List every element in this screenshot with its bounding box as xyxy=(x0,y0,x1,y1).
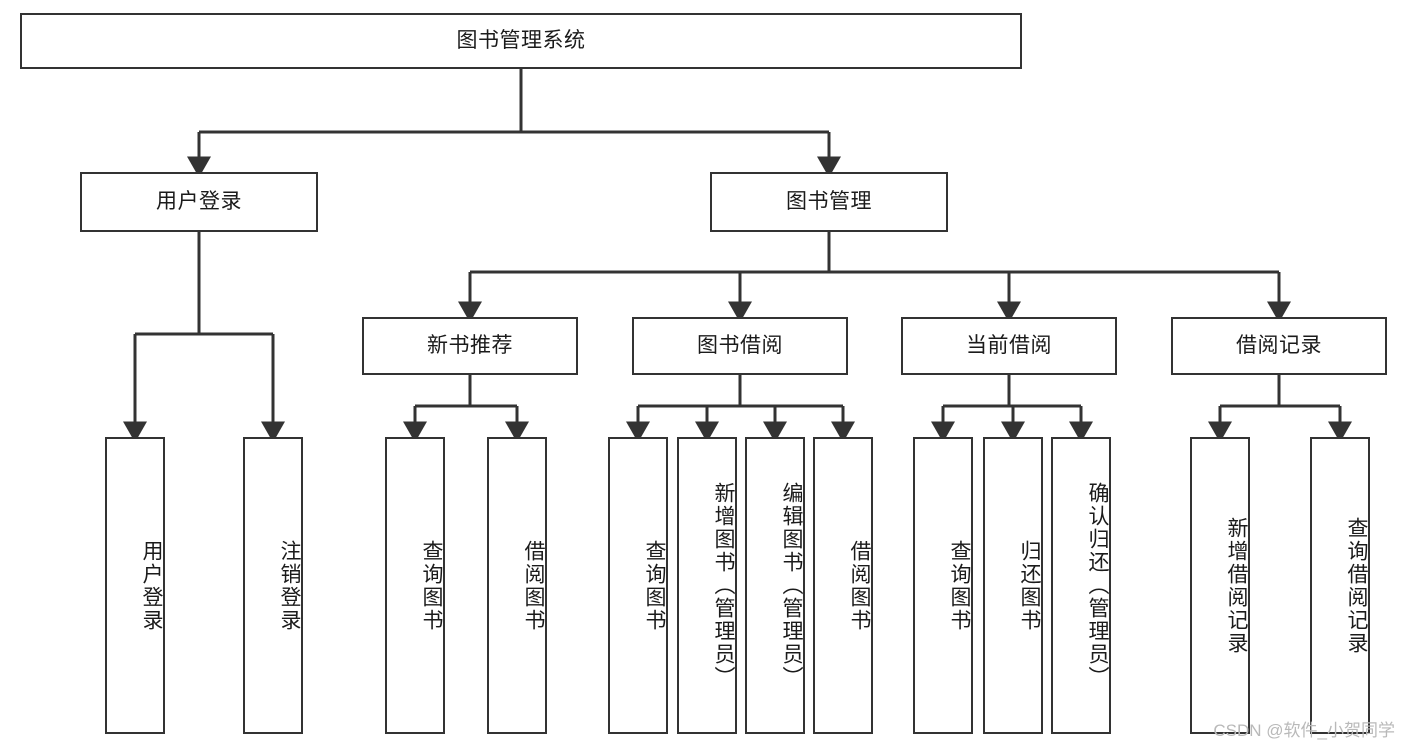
node-label: 注销登录 xyxy=(278,539,301,632)
node-label: 新书推荐 xyxy=(427,334,513,358)
node-leaf-borrow-book-recommend[interactable]: 借阅图书 xyxy=(487,437,547,734)
node-label: 查询借阅记录 xyxy=(1345,516,1368,655)
node-leaf-user-login[interactable]: 用户登录 xyxy=(105,437,165,734)
node-leaf-query-book-borrow[interactable]: 查询图书 xyxy=(608,437,668,734)
node-label: 当前借阅 xyxy=(966,334,1052,358)
node-label: 查询图书 xyxy=(643,539,666,632)
node-label: 归还图书 xyxy=(1018,539,1041,632)
node-label: 图书借阅 xyxy=(697,334,783,358)
node-book-management[interactable]: 图书管理 xyxy=(710,172,948,232)
node-leaf-return-book[interactable]: 归还图书 xyxy=(983,437,1043,734)
node-borrow-record[interactable]: 借阅记录 xyxy=(1171,317,1387,375)
node-label: 编辑图书（管理员） xyxy=(780,482,803,689)
node-label: 用户登录 xyxy=(156,190,242,214)
node-label: 借阅图书 xyxy=(848,539,871,632)
node-label: 图书管理 xyxy=(786,190,872,214)
node-new-book-recommend[interactable]: 新书推荐 xyxy=(362,317,578,375)
csdn-watermark: CSDN @软件_小贺同学 xyxy=(1213,721,1395,740)
node-label: 查询图书 xyxy=(948,539,971,632)
node-leaf-logout-login[interactable]: 注销登录 xyxy=(243,437,303,734)
node-label: 借阅图书 xyxy=(522,539,545,632)
node-label: 借阅记录 xyxy=(1236,334,1322,358)
node-label: 确认归还（管理员） xyxy=(1086,482,1109,689)
node-user-login[interactable]: 用户登录 xyxy=(80,172,318,232)
node-book-borrow[interactable]: 图书借阅 xyxy=(632,317,848,375)
node-label: 图书管理系统 xyxy=(456,29,586,53)
node-leaf-query-book-current[interactable]: 查询图书 xyxy=(913,437,973,734)
node-label: 新增借阅记录 xyxy=(1225,516,1248,655)
node-leaf-confirm-return-admin[interactable]: 确认归还（管理员） xyxy=(1051,437,1111,734)
node-leaf-borrow-book[interactable]: 借阅图书 xyxy=(813,437,873,734)
node-label: 查询图书 xyxy=(420,539,443,632)
node-label: 用户登录 xyxy=(140,539,163,632)
node-label: 新增图书（管理员） xyxy=(712,482,735,689)
node-current-borrow[interactable]: 当前借阅 xyxy=(901,317,1117,375)
node-leaf-edit-book-admin[interactable]: 编辑图书（管理员） xyxy=(745,437,805,734)
node-leaf-add-book-admin[interactable]: 新增图书（管理员） xyxy=(677,437,737,734)
node-root[interactable]: 图书管理系统 xyxy=(20,13,1022,69)
node-leaf-add-borrow-record[interactable]: 新增借阅记录 xyxy=(1190,437,1250,734)
node-leaf-query-book-recommend[interactable]: 查询图书 xyxy=(385,437,445,734)
node-leaf-query-borrow-record[interactable]: 查询借阅记录 xyxy=(1310,437,1370,734)
